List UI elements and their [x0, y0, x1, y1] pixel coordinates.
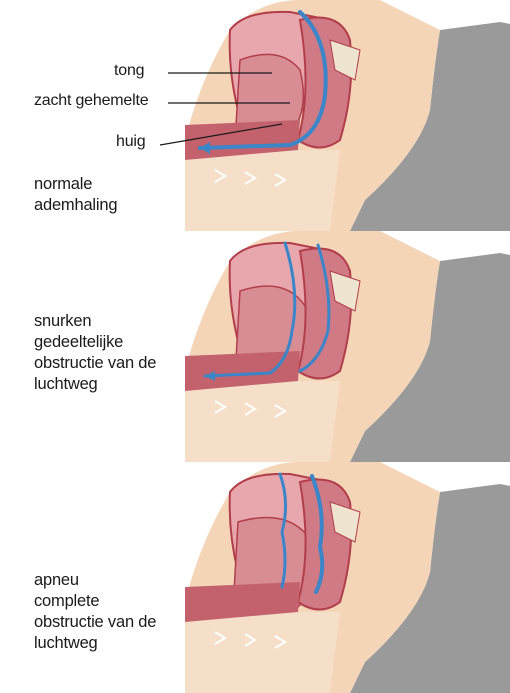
caption-line: obstructie van de [34, 353, 156, 374]
caption-line: normale [34, 174, 117, 195]
label-tongue: tong [114, 62, 144, 80]
caption-apnea: apneu complete obstructie van de luchtwe… [34, 570, 156, 654]
neck-vertebrae [185, 150, 340, 231]
neck-vertebrae [185, 381, 340, 462]
panel-snoring: snurken gedeeltelijke obstructie van de … [0, 231, 510, 462]
caption-line: obstructie van de [34, 612, 156, 633]
caption-normal: normale ademhaling [34, 174, 117, 216]
caption-line: luchtweg [34, 374, 156, 395]
caption-snoring: snurken gedeeltelijke obstructie van de … [34, 311, 156, 395]
panel-normal-breathing: tong zacht gehemelte huig normale ademha… [0, 0, 510, 231]
caption-line: luchtweg [34, 633, 156, 654]
caption-line: apneu [34, 570, 156, 591]
throat-tissue [298, 480, 351, 610]
label-soft-palate: zacht gehemelte [34, 92, 148, 110]
caption-line: complete [34, 591, 156, 612]
caption-line: gedeeltelijke [34, 332, 156, 353]
caption-line: ademhaling [34, 195, 117, 216]
caption-line: snurken [34, 311, 156, 332]
panel-apnea: apneu complete obstructie van de luchtwe… [0, 462, 510, 693]
label-uvula: huig [116, 133, 145, 151]
neck-vertebrae [185, 612, 340, 693]
